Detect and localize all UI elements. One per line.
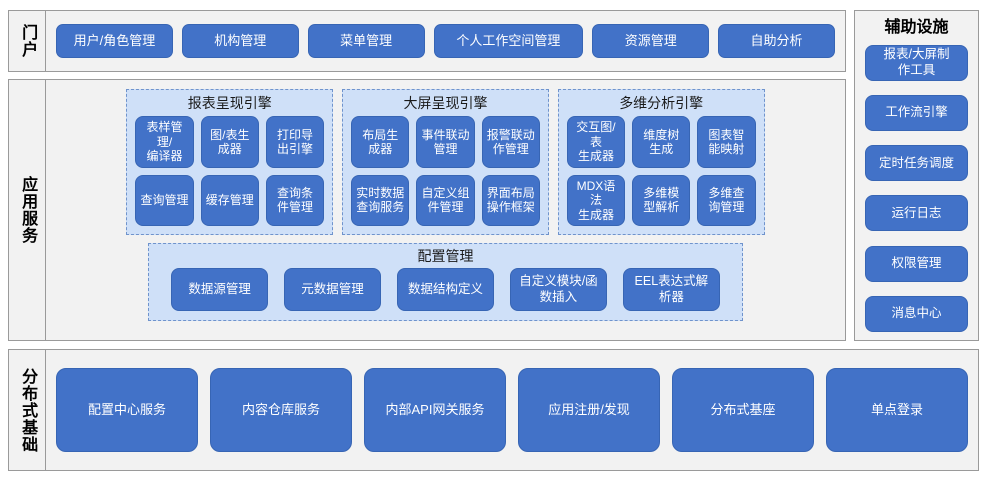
auxiliary-facilities-items: 报表/大屏制 作工具 工作流引擎 定时任务调度 运行日志 权限管理 消息中心 [865,44,968,332]
engine-item-print-export-engine[interactable]: 打印导 出引擎 [265,116,325,168]
engine-row: 报表呈现引擎 表样管理/ 编译器 图/表生 成器 打印导 出引擎 查询管理 缓存… [126,89,765,235]
portal-band-label: 门户 [9,11,46,71]
aux-item-runtime-log[interactable]: 运行日志 [865,195,968,232]
engine-item-alarm-linkage-action-management[interactable]: 报警联动 作管理 [481,116,540,168]
engine-item-cache-management[interactable]: 缓存管理 [200,174,259,226]
distributed-foundation-items: 配置中心服务 内容仓库服务 内部API网关服务 应用注册/发现 分布式基座 单点… [46,350,978,470]
application-services-content: 报表呈现引擎 表样管理/ 编译器 图/表生 成器 打印导 出引擎 查询管理 缓存… [46,80,845,340]
engine-item-interactive-chart-table-generator[interactable]: 交互图/表 生成器 [566,116,626,168]
application-services-label-text: 应用服务 [19,176,37,244]
engine-report-rendering-items: 表样管理/ 编译器 图/表生 成器 打印导 出引擎 查询管理 缓存管理 查询条 … [135,116,325,226]
engine-item-mdx-syntax-generator[interactable]: MDX语法 生成器 [566,174,626,226]
engine-large-screen-rendering: 大屏呈现引擎 布局生 成器 事件联动 管理 报警联动 作管理 实时数据 查询服务… [342,89,549,235]
engine-item-custom-component-management[interactable]: 自定义组 件管理 [416,174,475,226]
infra-item-config-center-service[interactable]: 配置中心服务 [56,368,198,452]
engine-item-multidimensional-query-management[interactable]: 多维查 询管理 [697,174,756,226]
infra-item-app-registration-discovery[interactable]: 应用注册/发现 [518,368,660,452]
portal-item-menu-management[interactable]: 菜单管理 [307,24,425,58]
engine-large-screen-rendering-items: 布局生 成器 事件联动 管理 报警联动 作管理 实时数据 查询服务 自定义组 件… [351,116,540,226]
config-item-metadata-management[interactable]: 元数据管理 [284,268,382,311]
engine-multidimensional-analysis-title: 多维分析引擎 [619,95,704,111]
engine-item-realtime-data-query-service[interactable]: 实时数据 查询服务 [351,174,410,226]
top-area: 门户 用户/角色管理 机构管理 菜单管理 个人工作空间管理 资源管理 自助分析 … [8,10,979,341]
engine-report-rendering-title: 报表呈现引擎 [187,95,272,111]
engine-item-ui-layout-operation-framework[interactable]: 界面布局 操作框架 [481,174,540,226]
engine-item-event-linkage-management[interactable]: 事件联动 管理 [416,116,475,168]
engine-large-screen-rendering-title: 大屏呈现引擎 [403,95,488,111]
aux-item-permission-management[interactable]: 权限管理 [865,245,968,282]
distributed-foundation-band: 分布式基础 配置中心服务 内容仓库服务 内部API网关服务 应用注册/发现 分布… [8,349,979,471]
config-item-data-structure-definition[interactable]: 数据结构定义 [397,268,494,311]
application-services-band: 应用服务 报表呈现引擎 表样管理/ 编译器 图/表生 成器 打印导 出引擎 查询… [8,79,846,341]
engine-item-chart-table-generator[interactable]: 图/表生 成器 [200,116,259,168]
config-item-datasource-management[interactable]: 数据源管理 [171,268,269,311]
portal-item-personal-workspace-management[interactable]: 个人工作空间管理 [433,24,584,58]
engine-multidimensional-analysis-items: 交互图/表 生成器 维度树 生成 图表智 能映射 MDX语法 生成器 多维模 型… [566,116,756,226]
engine-item-layout-generator[interactable]: 布局生 成器 [351,116,410,168]
infra-item-content-repository-service[interactable]: 内容仓库服务 [210,368,352,452]
portal-item-self-service-analysis[interactable]: 自助分析 [718,24,835,58]
engine-item-multidimensional-model-parsing[interactable]: 多维模 型解析 [632,174,691,226]
configuration-management-panel: 配置管理 数据源管理 元数据管理 数据结构定义 自定义模块/函数插入 EEL表达… [148,243,743,321]
portal-item-org-management[interactable]: 机构管理 [181,24,299,58]
portal-item-resource-management[interactable]: 资源管理 [592,24,710,58]
portal-label-text: 门户 [19,24,37,58]
engine-report-rendering: 报表呈现引擎 表样管理/ 编译器 图/表生 成器 打印导 出引擎 查询管理 缓存… [126,89,334,235]
portal-item-user-role-management[interactable]: 用户/角色管理 [56,24,173,58]
config-item-custom-module-function-insertion[interactable]: 自定义模块/函数插入 [509,268,607,311]
engine-item-form-template-management-compiler[interactable]: 表样管理/ 编译器 [135,116,194,168]
engine-item-dimension-tree-generation[interactable]: 维度树 生成 [632,116,691,168]
engine-item-query-management[interactable]: 查询管理 [135,174,194,226]
distributed-foundation-band-label: 分布式基础 [9,350,46,470]
auxiliary-facilities-title: 辅助设施 [884,19,949,36]
portal-band: 门户 用户/角色管理 机构管理 菜单管理 个人工作空间管理 资源管理 自助分析 [8,10,846,72]
application-services-band-label: 应用服务 [9,80,46,340]
config-item-eel-expression-parser[interactable]: EEL表达式解析器 [622,268,720,311]
distributed-foundation-label-text: 分布式基础 [19,367,37,453]
portal-items: 用户/角色管理 机构管理 菜单管理 个人工作空间管理 资源管理 自助分析 [46,11,845,71]
aux-item-workflow-engine[interactable]: 工作流引擎 [865,94,968,131]
infra-item-internal-api-gateway-service[interactable]: 内部API网关服务 [364,368,506,452]
aux-item-scheduled-task-scheduling[interactable]: 定时任务调度 [865,145,968,182]
left-column: 门户 用户/角色管理 机构管理 菜单管理 个人工作空间管理 资源管理 自助分析 … [8,10,846,341]
aux-item-report-dashboard-authoring-tool[interactable]: 报表/大屏制 作工具 [865,44,968,81]
infra-item-single-sign-on[interactable]: 单点登录 [826,368,968,452]
configuration-management-title: 配置管理 [417,248,474,264]
aux-item-message-center[interactable]: 消息中心 [865,296,968,332]
infra-item-distributed-base[interactable]: 分布式基座 [672,368,814,452]
auxiliary-facilities-panel: 辅助设施 报表/大屏制 作工具 工作流引擎 定时任务调度 运行日志 权限管理 消… [854,10,979,341]
engine-item-query-condition-management[interactable]: 查询条 件管理 [265,174,325,226]
engine-item-chart-smart-mapping[interactable]: 图表智 能映射 [697,116,756,168]
configuration-management-items: 数据源管理 元数据管理 数据结构定义 自定义模块/函数插入 EEL表达式解析器 [159,268,732,311]
engine-multidimensional-analysis: 多维分析引擎 交互图/表 生成器 维度树 生成 图表智 能映射 MDX语法 生成… [557,89,765,235]
